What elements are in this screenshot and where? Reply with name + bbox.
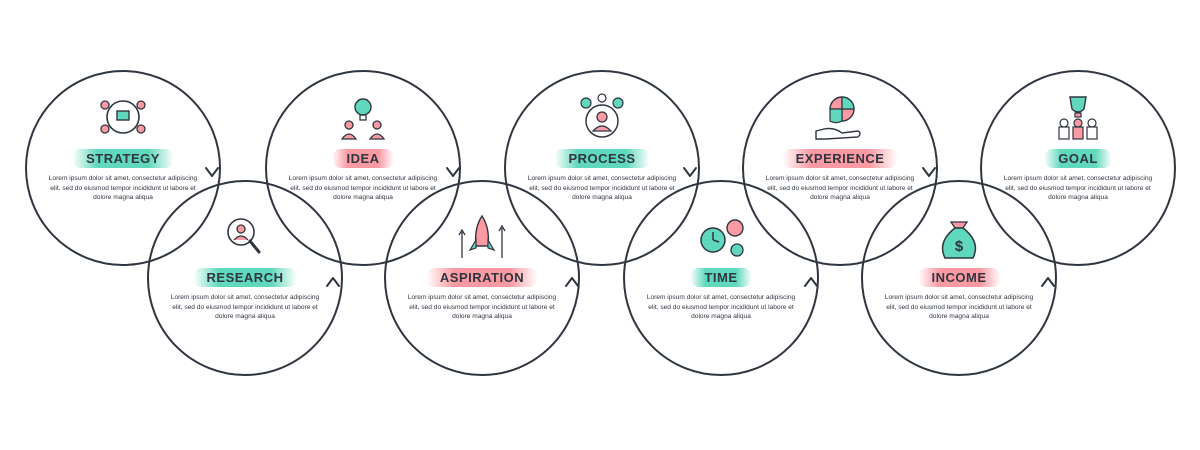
- svg-text:$: $: [955, 238, 964, 255]
- flow-arrowhead: [804, 277, 818, 287]
- step-description: Lorem ipsum dolor sit amet, consectetur …: [646, 294, 796, 320]
- step-circle: [861, 180, 1057, 376]
- step-description: Lorem ipsum dolor sit amet, consectetur …: [170, 294, 320, 320]
- flow-arrowhead: [683, 167, 697, 177]
- step-description: Lorem ipsum dolor sit amet, consectetur …: [765, 175, 915, 201]
- step-aspiration: ASPIRATION Lorem ipsum dolor sit amet, c…: [382, 212, 582, 322]
- step-circle: [147, 180, 343, 376]
- step-process: PROCESS Lorem ipsum dolor sit amet, cons…: [502, 93, 702, 203]
- step-circle: [742, 70, 938, 266]
- money-bag-icon: $: [929, 212, 989, 262]
- step-label: EXPERIENCE: [781, 149, 899, 168]
- step-goal: GOAL Lorem ipsum dolor sit amet, consect…: [978, 93, 1178, 203]
- step-circle: [623, 180, 819, 376]
- clock-gears-icon: [691, 212, 751, 262]
- flow-arrowhead: [1041, 277, 1055, 287]
- step-research: RESEARCH Lorem ipsum dolor sit amet, con…: [145, 212, 345, 322]
- magnifier-person-icon: [215, 212, 275, 262]
- trophy-team-icon: [1048, 93, 1108, 143]
- flow-arrowhead: [446, 167, 460, 177]
- step-label: STRATEGY: [72, 149, 174, 168]
- step-label: RESEARCH: [192, 268, 298, 287]
- rocket-icon: [452, 212, 512, 262]
- step-description: Lorem ipsum dolor sit amet, consectetur …: [1003, 175, 1153, 201]
- flow-arrowhead: [565, 277, 579, 287]
- flow-arrowhead: [205, 167, 219, 177]
- step-income: $ INCOME Lorem ipsum dolor sit amet, con…: [859, 212, 1059, 322]
- step-label: INCOME: [917, 268, 1001, 287]
- step-description: Lorem ipsum dolor sit amet, consectetur …: [527, 175, 677, 201]
- step-description: Lorem ipsum dolor sit amet, consectetur …: [884, 294, 1034, 320]
- step-description: Lorem ipsum dolor sit amet, consectetur …: [288, 175, 438, 201]
- step-circle: [980, 70, 1176, 266]
- puzzle-hand-icon: [810, 93, 870, 143]
- step-circle: [504, 70, 700, 266]
- step-strategy: STRATEGY Lorem ipsum dolor sit amet, con…: [23, 93, 223, 203]
- process-person-icon: [572, 93, 632, 143]
- step-label: IDEA: [332, 149, 394, 168]
- step-label: GOAL: [1044, 149, 1112, 168]
- lightbulb-team-icon: [333, 93, 393, 143]
- step-label: TIME: [690, 268, 752, 287]
- step-description: Lorem ipsum dolor sit amet, consectetur …: [407, 294, 557, 320]
- step-label: ASPIRATION: [425, 268, 539, 287]
- flow-arrowhead: [922, 167, 936, 177]
- step-label: PROCESS: [554, 149, 650, 168]
- step-description: Lorem ipsum dolor sit amet, consectetur …: [48, 175, 198, 201]
- step-circle: [25, 70, 221, 266]
- team-strategy-icon: [93, 93, 153, 143]
- step-time: TIME Lorem ipsum dolor sit amet, consect…: [621, 212, 821, 322]
- step-experience: EXPERIENCE Lorem ipsum dolor sit amet, c…: [740, 93, 940, 203]
- flow-arrowhead: [326, 277, 340, 287]
- step-circle: [384, 180, 580, 376]
- step-idea: IDEA Lorem ipsum dolor sit amet, consect…: [263, 93, 463, 203]
